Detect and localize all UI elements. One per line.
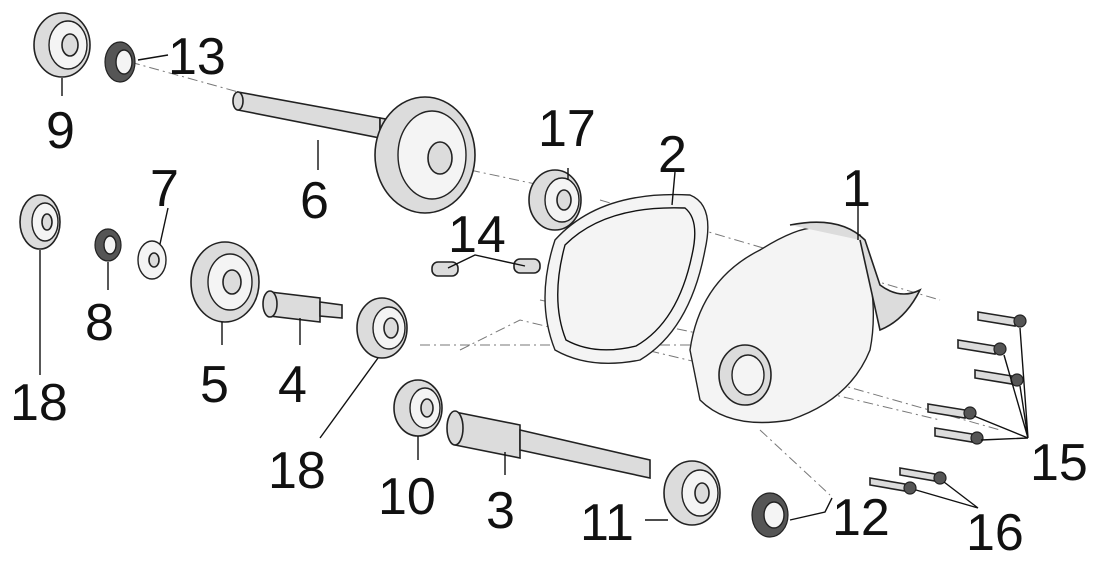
callout-15: 15 [1030, 434, 1088, 492]
callout-6: 6 [300, 172, 329, 230]
callout-14: 14 [448, 206, 506, 264]
bearing-18-middle [356, 297, 408, 359]
bearing-9 [33, 12, 91, 78]
washer-7 [137, 240, 167, 280]
callout-9: 9 [46, 102, 75, 160]
bolts-15 [927, 311, 1027, 445]
oil-seal-13 [104, 41, 136, 83]
callout-17: 17 [538, 100, 596, 158]
pinion-4 [262, 290, 343, 323]
callout-1: 1 [842, 160, 871, 218]
housing-cover-1 [689, 221, 922, 424]
callout-18-left: 18 [10, 374, 68, 432]
bearing-10 [393, 379, 443, 437]
oil-seal-12 [751, 492, 789, 538]
drive-shaft-3 [446, 410, 651, 479]
gear-5 [190, 241, 260, 323]
bolts-16 [869, 467, 947, 495]
callout-2: 2 [658, 126, 687, 184]
shaft-gear-6 [232, 91, 476, 214]
callout-13: 13 [168, 28, 226, 86]
washer-8 [94, 228, 122, 262]
callout-4: 4 [278, 356, 307, 414]
callout-18-middle: 18 [268, 442, 326, 500]
leader-lines [39, 54, 1029, 521]
callout-8: 8 [85, 294, 114, 352]
callout-10: 10 [378, 468, 436, 526]
callout-7: 7 [150, 160, 179, 218]
callout-11: 11 [580, 494, 634, 552]
bearing-11 [663, 460, 721, 526]
callout-16: 16 [966, 504, 1024, 562]
dowel-pins-14 [431, 258, 541, 277]
callout-5: 5 [200, 356, 229, 414]
bearing-17 [528, 169, 582, 231]
gasket-2 [544, 193, 709, 364]
callout-12: 12 [832, 489, 890, 547]
bearing-18-left [19, 194, 61, 250]
callout-3: 3 [486, 482, 515, 540]
